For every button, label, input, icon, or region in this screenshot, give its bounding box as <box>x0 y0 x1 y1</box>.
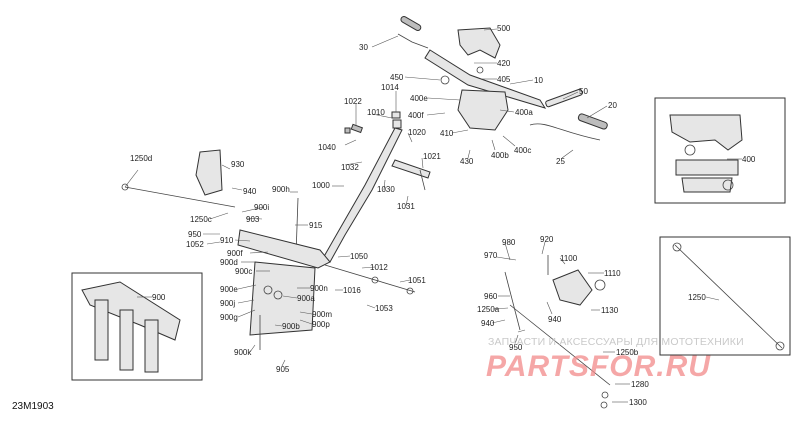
callout-1022: 1022 <box>344 97 362 106</box>
callout-405: 405 <box>497 75 511 84</box>
callout-410: 410 <box>440 129 454 138</box>
callout-930: 930 <box>231 160 245 169</box>
callout-900h: 900h <box>272 185 290 194</box>
callout-450: 450 <box>390 73 404 82</box>
callout-500: 500 <box>497 24 511 33</box>
callout-400f: 400f <box>408 111 424 120</box>
callout-905: 905 <box>276 365 290 374</box>
callout-20: 20 <box>608 101 617 110</box>
callout-1280: 1280 <box>631 380 649 389</box>
callout-900j: 900j <box>220 299 235 308</box>
callout-400e: 400e <box>410 94 428 103</box>
callout-50: 50 <box>579 87 588 96</box>
callout-920: 920 <box>540 235 554 244</box>
callout-labels: 500 30 420 405 450 10 50 20 1014 1022 40… <box>130 24 756 407</box>
leader-lines <box>124 28 742 403</box>
callout-400c: 400c <box>514 146 531 155</box>
callout-940-c: 940 <box>481 319 495 328</box>
callout-1250c: 1250c <box>190 215 212 224</box>
callout-900p: 900p <box>312 320 330 329</box>
callout-900i: 900i <box>254 203 269 212</box>
callout-1051: 1051 <box>408 276 426 285</box>
callout-1100: 1100 <box>560 254 578 263</box>
callout-400: 400 <box>742 155 756 164</box>
callout-1020: 1020 <box>408 128 426 137</box>
callout-900: 900 <box>152 293 166 302</box>
callout-900g: 900g <box>220 313 238 322</box>
watermark-brand: PARTSFOR.RU <box>486 350 711 383</box>
callout-950-b: 950 <box>509 343 523 352</box>
callout-1053: 1053 <box>375 304 393 313</box>
callout-900a: 900a <box>297 294 315 303</box>
callout-400a: 400a <box>515 108 533 117</box>
callout-900c: 900c <box>235 267 252 276</box>
callout-900k: 900k <box>234 348 252 357</box>
callout-1110: 1110 <box>604 269 621 278</box>
callout-1010: 1010 <box>367 108 385 117</box>
callout-430: 430 <box>460 157 474 166</box>
callout-1052: 1052 <box>186 240 204 249</box>
callout-25: 25 <box>556 157 565 166</box>
inset-box-900 <box>71 272 203 381</box>
callout-1130: 1130 <box>601 306 619 315</box>
callout-940-b: 940 <box>548 315 562 324</box>
inset-box-400 <box>654 97 786 204</box>
callout-420: 420 <box>497 59 511 68</box>
callout-1050: 1050 <box>350 252 368 261</box>
inset-box-1250 <box>659 236 791 356</box>
callout-400b: 400b <box>491 151 509 160</box>
callout-1021: 1021 <box>423 152 441 161</box>
callout-1016: 1016 <box>343 286 361 295</box>
callout-900m: 900m <box>312 310 332 319</box>
callout-900e: 900e <box>220 285 238 294</box>
callout-1000: 1000 <box>312 181 330 190</box>
callout-1300: 1300 <box>629 398 647 407</box>
callout-1032: 1032 <box>341 163 359 172</box>
callout-903: 903 <box>246 215 260 224</box>
callout-1250d: 1250d <box>130 154 152 163</box>
callout-915: 915 <box>309 221 323 230</box>
callout-900b: 900b <box>282 322 300 331</box>
diagram-code: 23M1903 <box>12 401 54 412</box>
callout-950-a: 950 <box>188 230 202 239</box>
callout-1014: 1014 <box>381 83 399 92</box>
watermark: ЗАПЧАСТИ И АКСЕССУАРЫ ДЛЯ МОТОТЕХНИКИ PA… <box>486 336 744 383</box>
callout-10: 10 <box>534 76 543 85</box>
callout-1250a: 1250a <box>477 305 500 314</box>
callout-900f: 900f <box>227 249 243 258</box>
callout-1030: 1030 <box>377 185 395 194</box>
callout-1250b: 1250b <box>616 348 639 357</box>
watermark-tagline: ЗАПЧАСТИ И АКСЕССУАРЫ ДЛЯ МОТОТЕХНИКИ <box>488 336 744 348</box>
callout-30: 30 <box>359 43 368 52</box>
callout-940-a: 940 <box>243 187 257 196</box>
callout-900d: 900d <box>220 258 238 267</box>
callout-900n: 900n <box>310 284 328 293</box>
callout-1031: 1031 <box>397 202 415 211</box>
callout-970: 970 <box>484 251 498 260</box>
callout-910: 910 <box>220 236 234 245</box>
callout-960: 960 <box>484 292 498 301</box>
callout-1040: 1040 <box>318 143 336 152</box>
callout-1250: 1250 <box>688 293 706 302</box>
callout-1012: 1012 <box>370 263 388 272</box>
parts-drawing <box>121 16 611 409</box>
callout-980: 980 <box>502 238 516 247</box>
